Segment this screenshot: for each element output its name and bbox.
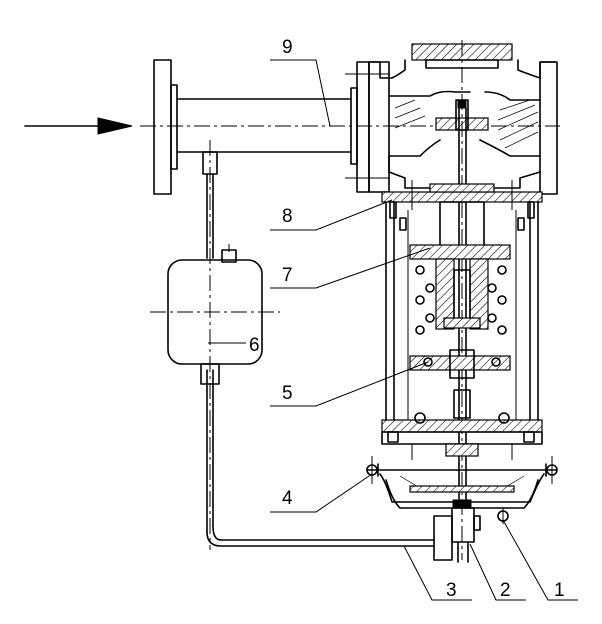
leader-lines xyxy=(208,59,578,601)
sensing-pot xyxy=(150,140,280,550)
label-3: 3 xyxy=(446,580,457,601)
valve-stem xyxy=(458,40,467,560)
label-9: 9 xyxy=(282,37,293,58)
column-frame xyxy=(385,201,539,421)
valve-body xyxy=(368,43,558,195)
label-2: 2 xyxy=(500,580,511,601)
label-4: 4 xyxy=(282,488,293,509)
spring-seat xyxy=(409,349,511,419)
flow-arrow xyxy=(24,117,133,135)
label-8: 8 xyxy=(282,206,293,227)
label-5: 5 xyxy=(282,383,293,404)
impulse-line xyxy=(202,151,435,547)
actuator-assembly xyxy=(409,244,511,335)
bottom-fittings xyxy=(433,507,509,563)
label-7: 7 xyxy=(282,265,293,286)
label-6: 6 xyxy=(249,335,260,356)
lower-plate xyxy=(381,412,543,460)
inlet-pipe xyxy=(140,59,560,195)
top-plate xyxy=(381,180,543,247)
label-1: 1 xyxy=(554,580,565,601)
